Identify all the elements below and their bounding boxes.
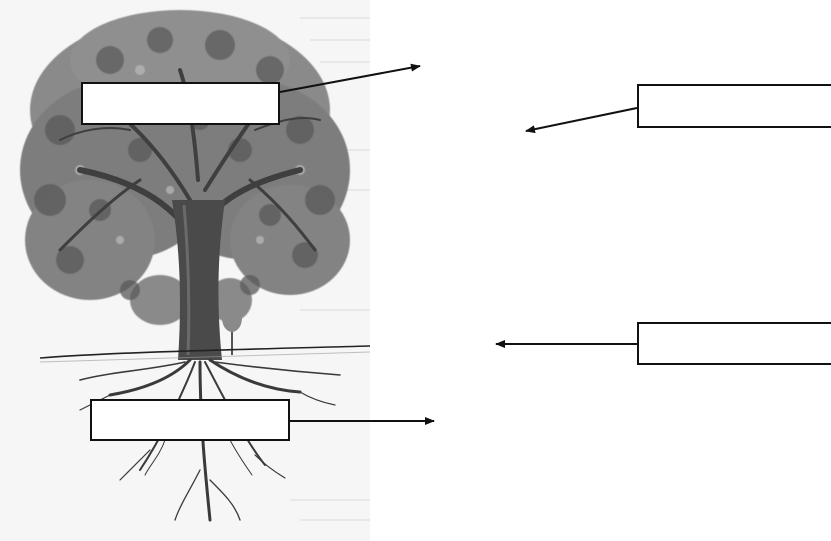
arrow-crown-to-right bbox=[279, 63, 421, 93]
label-box-roots[interactable] bbox=[90, 399, 290, 441]
arrow-right-top-to-left bbox=[525, 107, 638, 134]
tree-trunk bbox=[172, 200, 225, 360]
arrows bbox=[279, 63, 638, 425]
ground-line bbox=[39, 345, 371, 363]
label-box-crown[interactable] bbox=[81, 82, 280, 125]
sapling bbox=[222, 304, 242, 355]
label-box-right-bottom[interactable] bbox=[637, 322, 831, 365]
label-box-right-top[interactable] bbox=[637, 84, 831, 128]
